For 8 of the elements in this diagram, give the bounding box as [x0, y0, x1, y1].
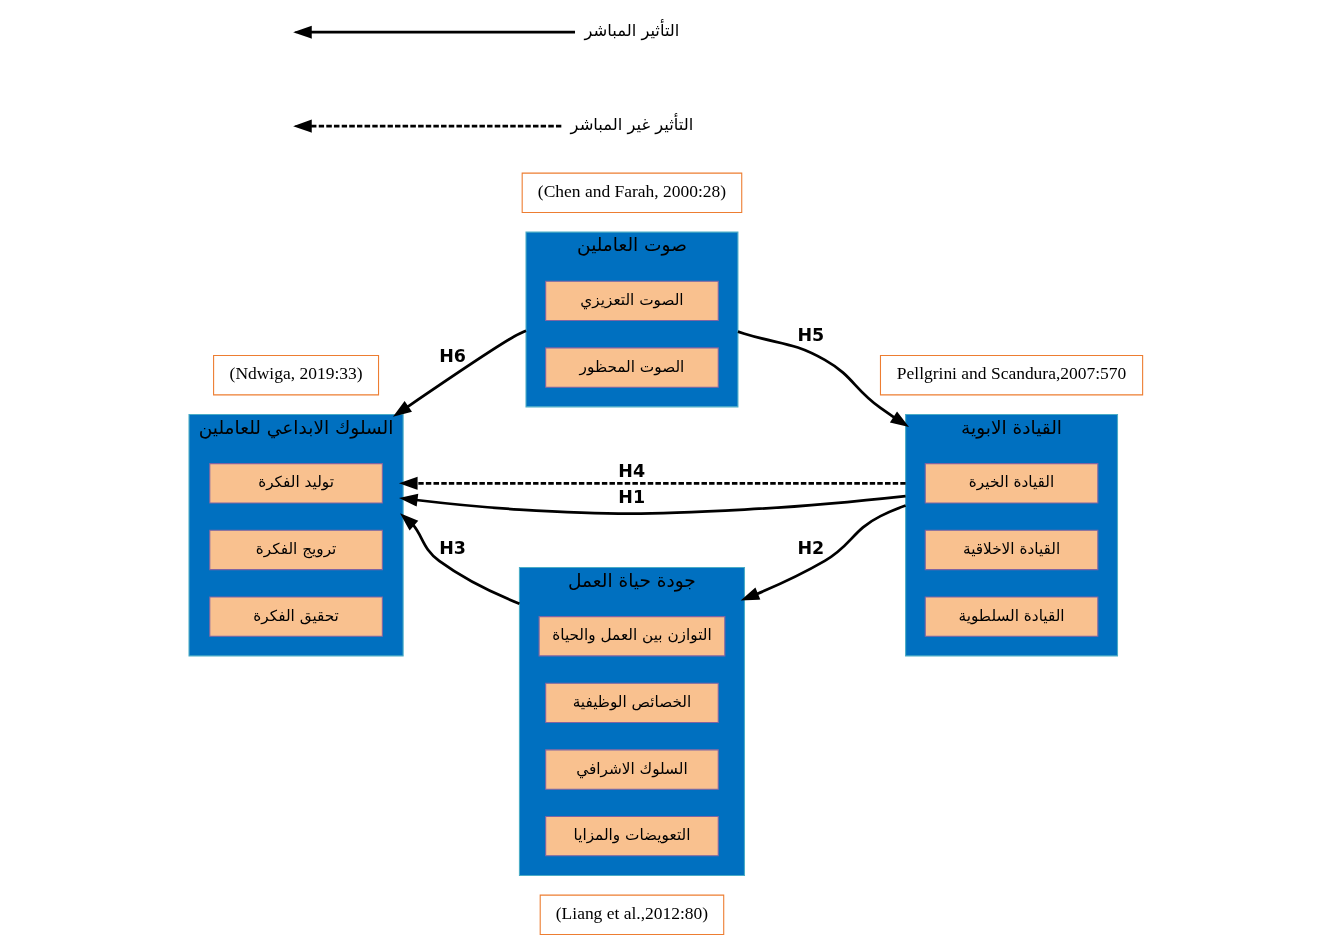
- edge-label: H2: [797, 538, 825, 559]
- edge-label: H6: [439, 345, 466, 366]
- edge-label: H3: [439, 538, 466, 559]
- edge-label: H1: [618, 486, 646, 507]
- edge-label: H5: [797, 325, 825, 346]
- edge-label: H4: [618, 460, 646, 481]
- legend-label: التأثير غير المباشر: [570, 114, 694, 134]
- legend-label: التأثير المباشر: [584, 21, 680, 41]
